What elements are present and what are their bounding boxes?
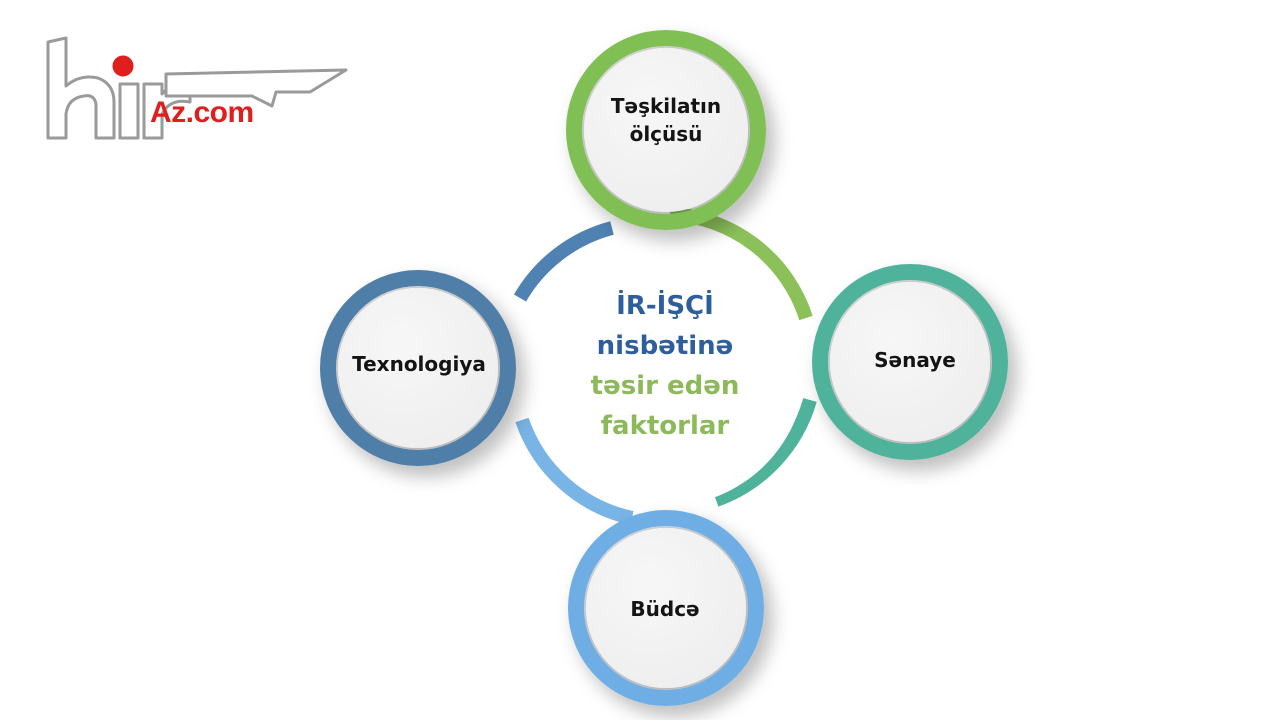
node-bottom-ring — [568, 510, 764, 706]
center-title-line1: İR-İŞÇİ — [616, 291, 714, 321]
logo-dot — [109, 52, 137, 80]
node-right-disc — [830, 282, 990, 442]
logo-letter-i — [118, 82, 140, 140]
ring-segment-lightblue — [515, 417, 634, 525]
node-right-label: Sənaye — [874, 348, 956, 372]
center-disc — [526, 226, 806, 506]
node-top-label-line1: Təşkilatın — [610, 94, 722, 118]
center-title-line3: təsir edən — [590, 371, 740, 401]
node-right-ring — [812, 264, 1008, 460]
node-left-disc — [338, 288, 498, 448]
hir-az-logo — [46, 36, 348, 140]
node-left-ring — [320, 270, 516, 466]
node-bottom-label: Büdcə — [630, 597, 700, 621]
logo-letter-h — [46, 36, 116, 140]
node-top-label-line2: ölçüsü — [629, 122, 703, 146]
node-top-disc — [584, 48, 748, 212]
logo-suffix: Az.com — [150, 96, 254, 129]
logo-arrow — [164, 68, 348, 108]
logo-text: Az.com — [150, 96, 254, 129]
center-title-line2: nisbətinə — [596, 331, 734, 361]
ring-segment-darkblue — [513, 221, 614, 302]
center-title: İR-İŞÇİ nisbətinə təsir edən faktorlar — [570, 286, 760, 446]
node-bottom-disc — [586, 528, 746, 688]
node-top-ring — [566, 30, 766, 230]
center-title-line4: faktorlar — [600, 411, 730, 441]
node-top-label: Təşkilatın ölçüsü — [586, 92, 746, 148]
ring-segment-teal — [713, 397, 817, 507]
node-left-label: Texnologiya — [352, 352, 486, 376]
